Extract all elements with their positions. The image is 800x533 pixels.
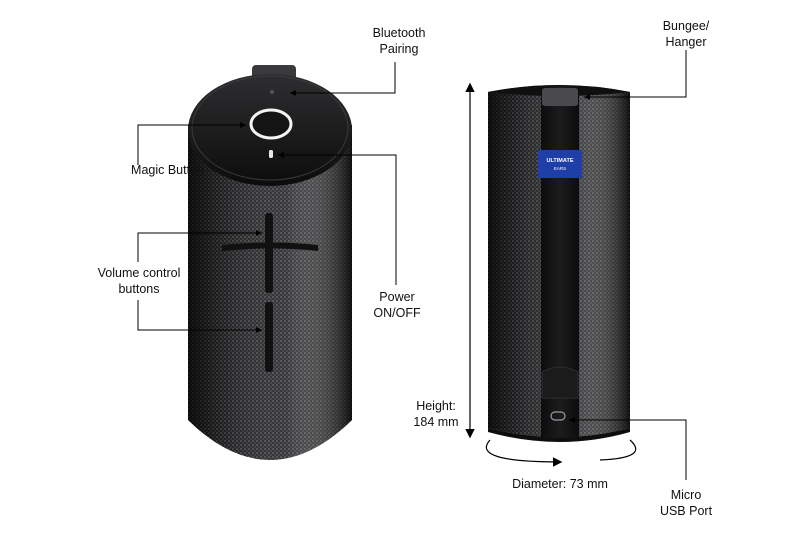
bluetooth-button[interactable] [270,90,274,94]
speaker-side-view: ULTIMATE EARS [488,85,630,442]
label-bungee-line1: Bungee/ [662,19,710,33]
ue-badge [538,150,582,178]
label-height-line2: 184 mm [413,415,459,429]
label-bluetooth-line1: Bluetooth [372,26,426,40]
label-volume-control: Volume control buttons [80,265,198,297]
leader-lines [137,50,687,480]
label-diameter: Diameter: 73 mm [512,477,608,491]
label-magic-button: Magic Button [131,163,204,177]
label-micro-usb: Micro USB Port [645,487,727,519]
leader-bluetooth [290,62,396,94]
label-micro-line2: USB Port [659,504,713,518]
volume-plus-button[interactable] [222,213,318,293]
volume-minus-button[interactable] [265,302,273,372]
label-volume-line2: buttons [118,282,160,296]
label-bungee-line2: Hanger [665,35,707,49]
label-height: Height: 184 mm [402,398,470,430]
leader-power [278,154,397,285]
leader-usb [569,419,687,480]
diameter-arrow-right [599,439,637,461]
leader-arrowheads [240,90,590,423]
label-micro-line1: Micro [670,488,702,502]
power-button[interactable] [269,150,273,158]
label-height-line1: Height: [416,399,456,413]
magic-button[interactable] [249,108,293,140]
speaker-front-view [188,65,352,460]
ue-badge-line2: EARS [554,166,566,171]
label-power-line1: Power [379,290,415,304]
label-volume-line1: Volume control [97,266,181,280]
label-power: Power ON/OFF [360,289,434,321]
label-power-line2: ON/OFF [373,306,421,320]
label-bluetooth-pairing: Bluetooth Pairing [354,25,444,57]
leader-volume-plus [137,232,262,262]
leader-magic [137,124,246,165]
label-bluetooth-line2: Pairing [379,42,419,56]
leader-volume-minus [137,300,262,331]
micro-usb-port[interactable] [550,411,566,421]
label-bungee-hanger: Bungee/ Hanger [640,18,732,50]
ue-badge-line1: ULTIMATE [547,158,574,164]
diameter-arrow-left [485,439,563,467]
leader-bungee [584,50,687,98]
